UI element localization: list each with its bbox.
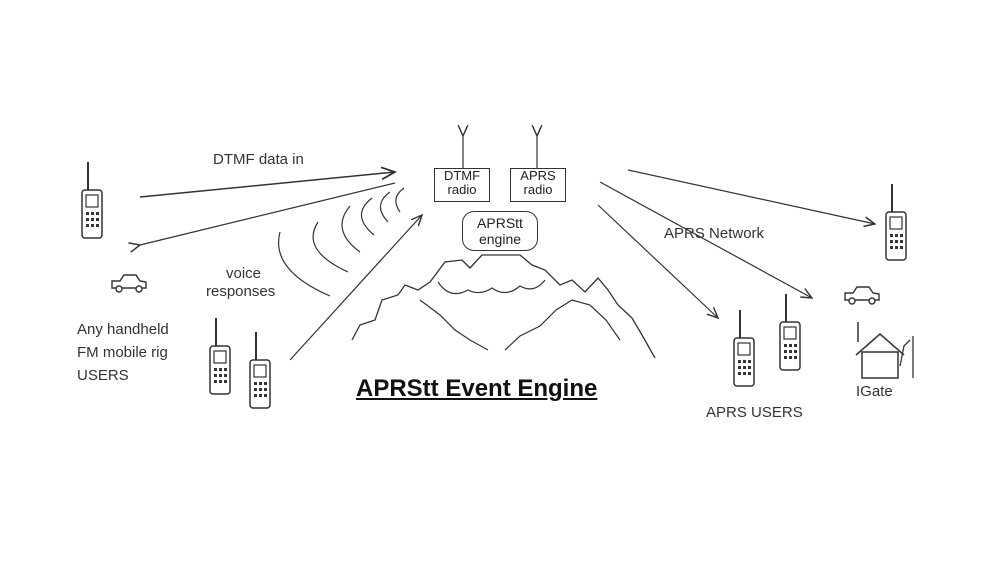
handheld-radio-icon — [885, 183, 907, 261]
dtmf-in-arrow — [139, 172, 395, 198]
dtmf-radio-label-2: radio — [447, 182, 477, 197]
handheld-radio-icon — [209, 317, 231, 395]
house-icon — [855, 322, 905, 379]
aprs-radio-label: APRS — [520, 168, 556, 183]
users-label-3: USERS — [77, 367, 129, 384]
voice-responses-label-2: responses — [206, 283, 276, 300]
dtmf-radio-label: DTMF — [443, 168, 481, 183]
handheld-radio-icon — [779, 293, 801, 371]
engine-label: APRStt — [477, 215, 523, 231]
aprs-network-label: APRS Network — [664, 225, 765, 242]
handheld-radio-icon — [249, 331, 271, 409]
car-icon — [844, 286, 880, 305]
handheld-radio-icon — [81, 161, 103, 239]
aprs-users-label: APRS USERS — [706, 404, 803, 421]
engine-label-2: engine — [478, 231, 522, 247]
aprstt-engine-box: APRStt engine — [462, 211, 538, 251]
mountain-icon — [351, 254, 656, 359]
dtmf-in-arrow-3 — [289, 215, 422, 361]
dtmf-in-arrow-2 — [140, 182, 396, 245]
car-icon — [111, 274, 147, 293]
antenna-icon — [899, 336, 914, 378]
handheld-radio-icon — [733, 309, 755, 387]
users-label-2: FM mobile rig — [77, 344, 168, 361]
dtmf-radio-box: DTMF radio — [434, 168, 490, 202]
diagram-title: APRStt Event Engine — [356, 375, 598, 402]
voice-responses-label: voice — [226, 265, 262, 282]
igate-label: IGate — [856, 383, 893, 400]
voice-wave-icon — [278, 187, 405, 297]
dtmf-data-in-label: DTMF data in — [213, 151, 304, 168]
aprs-radio-box: APRS radio — [510, 168, 566, 202]
users-label-1: Any handheld — [77, 321, 169, 338]
aprs-radio-label-2: radio — [523, 182, 553, 197]
